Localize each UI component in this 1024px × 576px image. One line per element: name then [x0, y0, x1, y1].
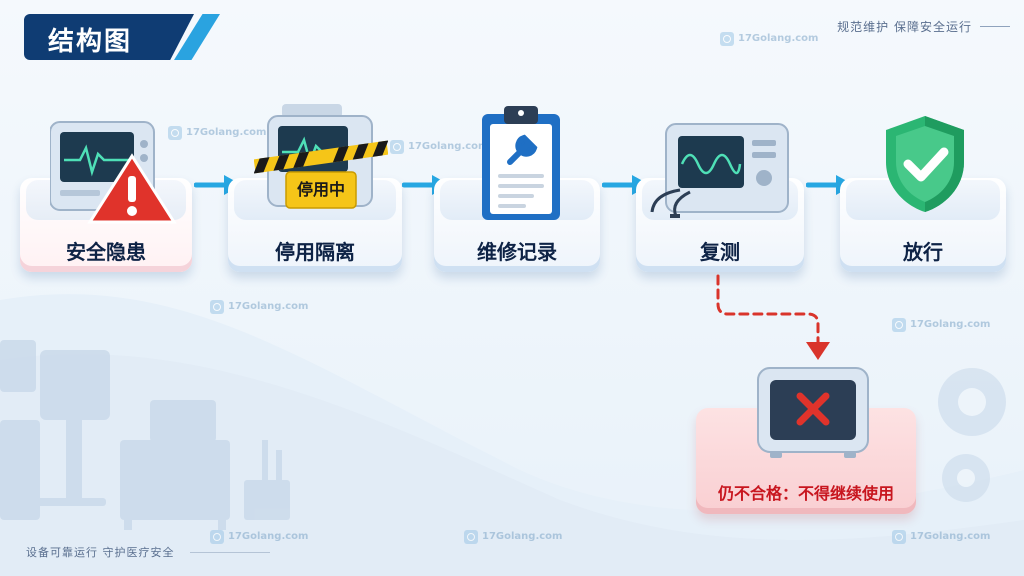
stage-label: 安全隐患 — [66, 240, 146, 264]
failure-path-arrow — [716, 274, 830, 360]
shield-check-icon — [886, 116, 964, 212]
watermark: 17Golang.com — [210, 530, 308, 544]
watermark: 17Golang.com — [464, 530, 562, 544]
failure-label: 仍不合格：不得继续使用 — [717, 484, 894, 503]
watermark: 17Golang.com — [168, 126, 266, 140]
bottom-slogan: 设备可靠运行 守护医疗安全 — [26, 546, 175, 559]
slogan-divider — [980, 26, 1010, 27]
top-slogan: 规范维护 保障安全运行 — [837, 20, 972, 34]
watermark: 17Golang.com — [892, 530, 990, 544]
stage-safety-hazard: 安全隐患 — [20, 110, 192, 274]
monitor-quarantine-icon — [254, 104, 388, 209]
stage-label: 放行 — [903, 240, 943, 264]
clipboard-wrench-icon — [482, 106, 560, 220]
monitor-fail-icon — [757, 367, 869, 458]
stage-repair-record: 维修记录 — [434, 100, 600, 274]
watermark: 17Golang.com — [390, 140, 488, 154]
watermark: 17Golang.com — [210, 300, 308, 314]
stage-quarantine: 停用中 停用隔离 — [228, 100, 402, 274]
stage-retest: 复测 — [636, 100, 804, 274]
quarantine-tag: 停用中 — [296, 180, 345, 199]
monitor-retest-icon — [650, 123, 789, 218]
stage-label: 停用隔离 — [275, 240, 355, 264]
watermark: 17Golang.com — [720, 32, 818, 46]
watermark: 17Golang.com — [892, 318, 990, 332]
stage-release: 放行 — [840, 100, 1006, 274]
stage-label: 维修记录 — [477, 240, 557, 264]
page-title: 结构图 — [48, 27, 133, 57]
monitor-warning-icon — [50, 121, 177, 224]
title-badge: 结构图 — [24, 14, 220, 60]
slogan-divider — [190, 552, 270, 553]
stage-label: 复测 — [700, 240, 740, 264]
